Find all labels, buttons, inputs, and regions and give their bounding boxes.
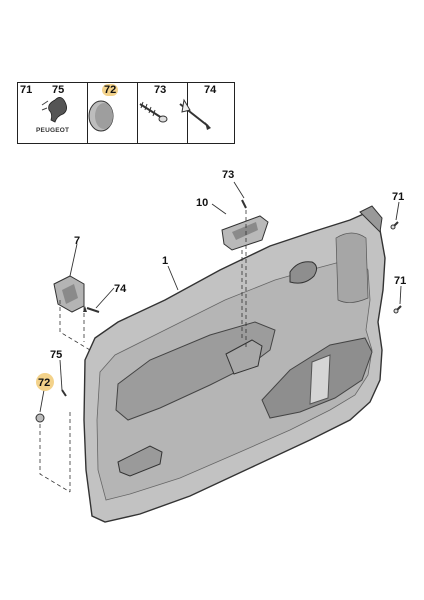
screw-75-fastener	[61, 389, 67, 397]
callout-74: 74	[114, 283, 127, 295]
legend-cell-73	[138, 83, 188, 143]
rivet-74-fastener	[83, 306, 100, 313]
callout-72-highlight	[36, 373, 54, 391]
screw-73-icon	[139, 101, 168, 123]
screw-73-fastener	[241, 199, 247, 209]
callout-75: 75	[50, 349, 62, 361]
callout-7: 7	[74, 235, 80, 247]
legend-cell-71-75	[18, 83, 88, 143]
callout-73: 73	[222, 169, 234, 181]
inner-handle-part-10	[221, 215, 269, 251]
screw-71-upper	[390, 221, 399, 230]
bracket-part-7	[53, 275, 85, 313]
assembly-dash-lines	[39, 210, 247, 493]
door-trim-panel	[83, 205, 386, 523]
rivet-74-icon	[179, 98, 211, 130]
legend-label-75: 75	[52, 84, 65, 96]
legend-label-71: 71	[20, 84, 33, 96]
peugeot-logo-text: PEUGEOT	[36, 127, 70, 134]
legend-cell-72	[88, 83, 138, 143]
callout-71-lower: 71	[394, 275, 406, 287]
callout-71-upper: 71	[392, 191, 404, 203]
legend-label-72: 72	[102, 84, 119, 96]
callout-1: 1	[162, 255, 168, 267]
callout-72: 72	[38, 377, 50, 389]
clip-72-icon	[88, 100, 114, 132]
callout-10: 10	[196, 197, 208, 209]
peugeot-lion-icon	[41, 97, 67, 123]
screw-71-lower	[393, 305, 402, 314]
callout-leaders	[39, 181, 402, 413]
legend-label-74: 74	[204, 84, 217, 96]
clip-72-fastener	[35, 413, 45, 423]
legend-label-73: 73	[154, 84, 167, 96]
